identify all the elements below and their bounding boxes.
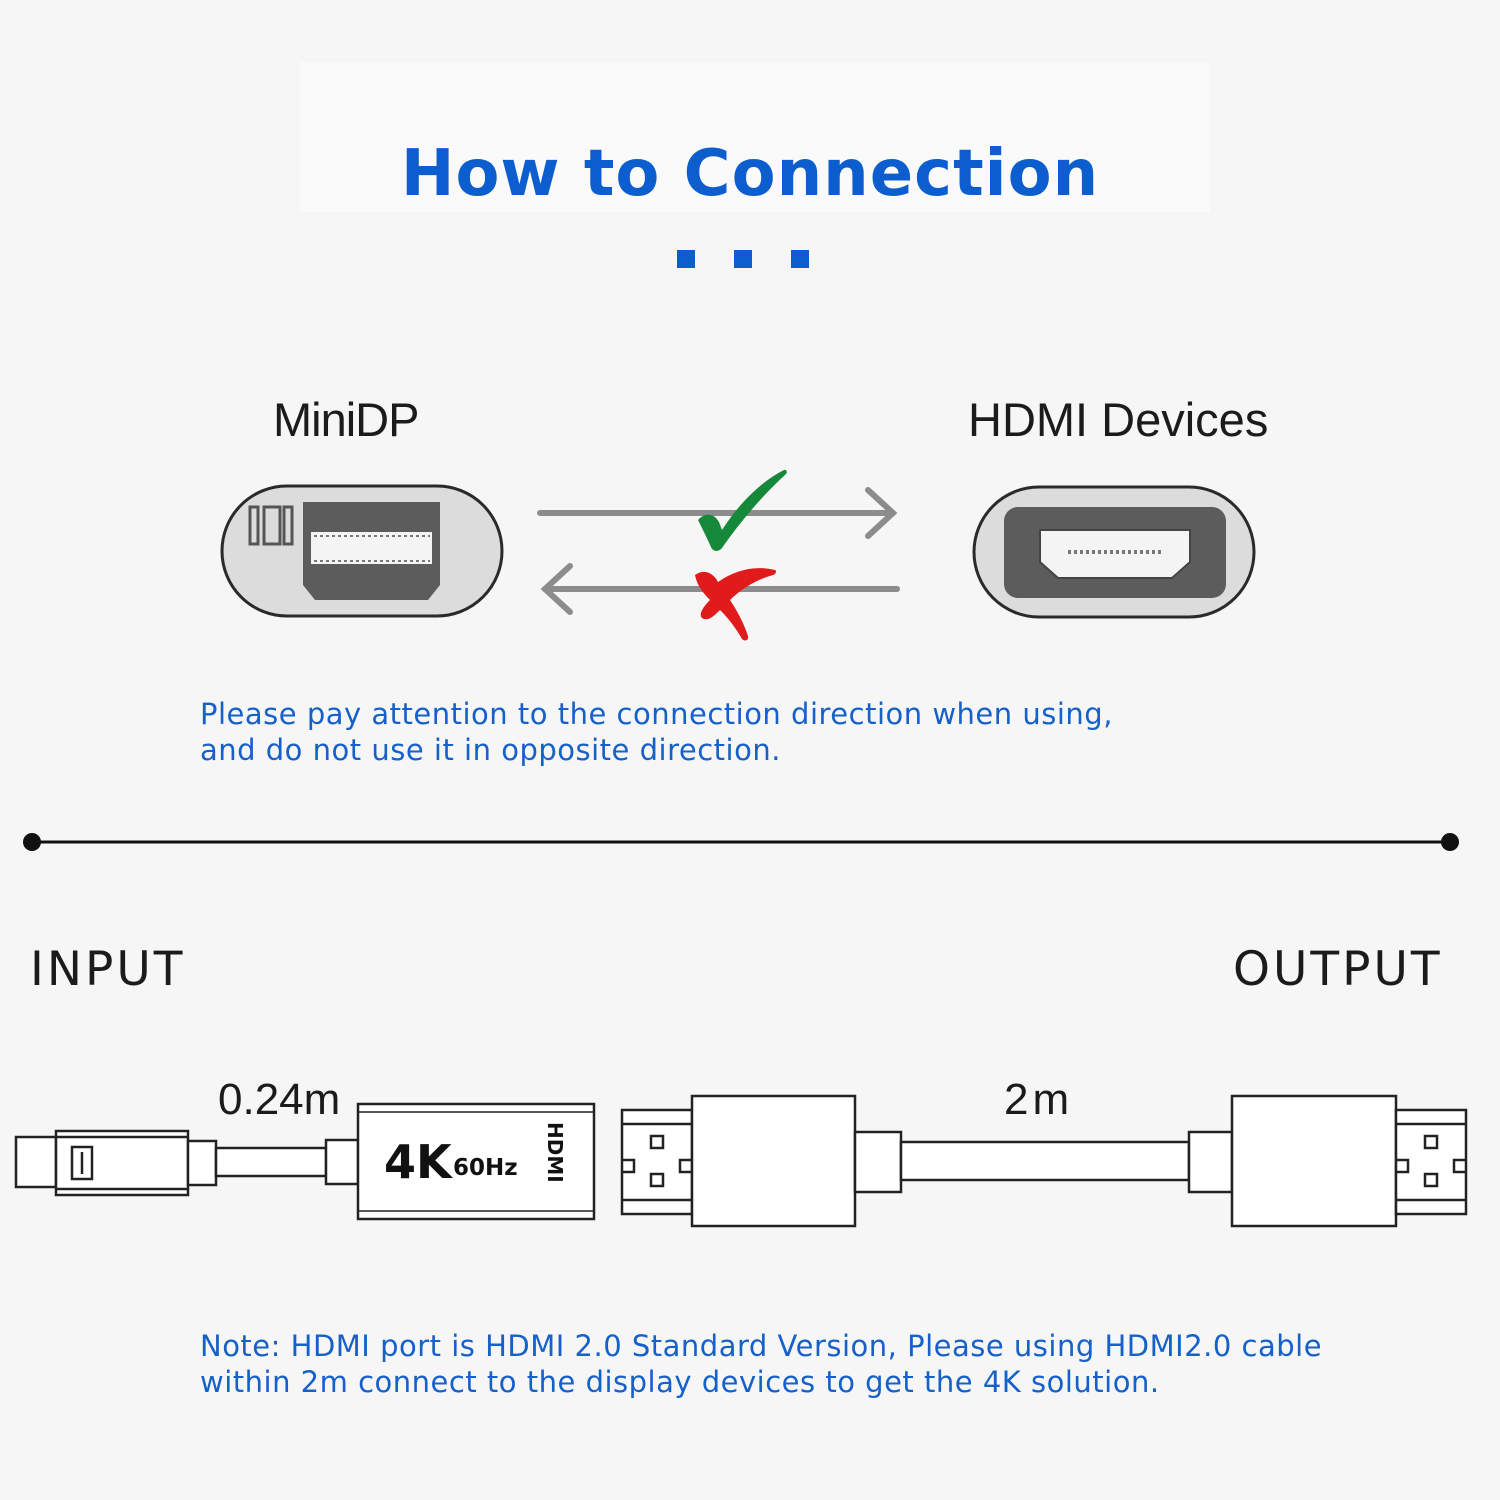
output-label: OUTPUT <box>1233 942 1443 997</box>
adapter-refresh-rate: 60Hz <box>453 1155 518 1181</box>
green-check-icon <box>698 469 787 551</box>
hdmi-version-note: Note: HDMI port is HDMI 2.0 Standard Ver… <box>200 1328 1322 1400</box>
title-dot <box>677 250 695 268</box>
input-label: INPUT <box>30 942 186 997</box>
page-title: How to Connection <box>400 137 1100 211</box>
adapter-cable-length: 0.24m <box>218 1075 341 1124</box>
forward-arrow <box>537 487 898 539</box>
direction-note-line: Please pay attention to the connection d… <box>200 697 1113 731</box>
hdmi-cable-length: 2m <box>1004 1075 1074 1124</box>
hdmi-note-line: within 2m connect to the display devices… <box>200 1365 1160 1399</box>
minidp-port-icon <box>220 484 504 618</box>
title-panel <box>300 62 1210 212</box>
hdmi-devices-label: HDMI Devices <box>968 393 1269 446</box>
minidp-label: MiniDP <box>273 393 419 446</box>
section-divider <box>23 833 1459 851</box>
direction-note-line: and do not use it in opposite direction. <box>200 733 781 767</box>
hdmi-port-icon <box>972 485 1256 619</box>
title-dot <box>734 250 752 268</box>
hdmi-cable-icon <box>620 1094 1468 1228</box>
minidp-plug-icon <box>14 1129 360 1197</box>
adapter-resolution: 4K <box>384 1135 452 1189</box>
adapter-body: HDMI <box>356 1102 596 1221</box>
hdmi-note-line: Note: HDMI port is HDMI 2.0 Standard Ver… <box>200 1329 1323 1363</box>
title-dot <box>791 250 809 268</box>
red-cross-icon <box>695 568 777 641</box>
direction-note: Please pay attention to the connection d… <box>200 696 1113 768</box>
adapter-port-label: HDMI <box>543 1122 567 1183</box>
